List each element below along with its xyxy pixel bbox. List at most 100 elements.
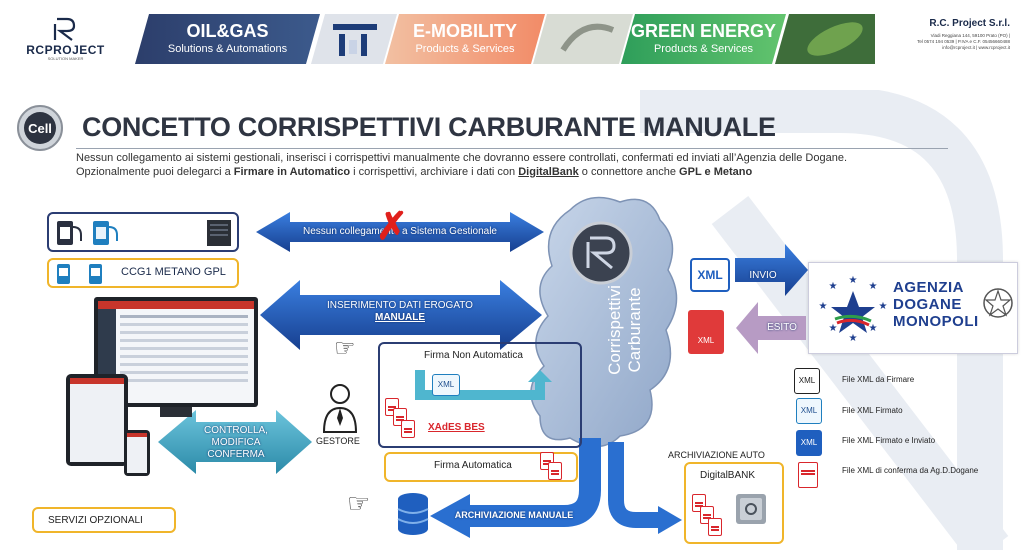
- subtitle-line-1: Nessun collegamento ai sistemi gestional…: [76, 152, 847, 164]
- text: o connettore anche: [578, 166, 680, 178]
- arrow-esito: [736, 302, 806, 354]
- agency-line3: MONOPOLI: [893, 313, 979, 330]
- xml-sent-icon: XML: [690, 258, 730, 292]
- leaf-graphic: [775, 14, 875, 64]
- gestore-label: GESTORE: [316, 436, 360, 446]
- legend-label-1: File XML da Firmare: [842, 375, 915, 384]
- xml-red-file-icon: [548, 462, 562, 480]
- archiviazione-manuale-label: ARCHIVIAZIONE MANUALE: [454, 510, 574, 520]
- page-subtitle: Nessun collegamento ai sistemi gestional…: [76, 151, 847, 179]
- page-title: CONCETTO CORRISPETTIVI CARBURANTE MANUAL…: [82, 112, 776, 142]
- r-logo-icon: [53, 17, 76, 41]
- svg-text:★: ★: [869, 281, 878, 292]
- firma-non-auto-box: Firma Non Automatica XAdES BES XML: [378, 342, 582, 448]
- arrowhead: [528, 370, 552, 382]
- segment-title: E-MOBILITY: [413, 21, 517, 41]
- text-bold: DigitalBank: [518, 166, 579, 178]
- svg-text:★: ★: [879, 301, 888, 312]
- segment-subtitle: Solutions & Automations: [167, 43, 288, 55]
- pointing-hand-icon: ☞: [347, 488, 371, 518]
- fuel-station-graphic: [311, 14, 397, 64]
- cloud-shape: [530, 196, 678, 448]
- xml-confirm-icon: XML: [688, 310, 724, 354]
- tablet-device: [66, 374, 128, 466]
- pipe-arrowhead-right: [658, 506, 682, 534]
- arrow-check-confirm: [158, 410, 312, 474]
- legend-label-2: File XML Firmato: [842, 406, 903, 415]
- archiviazione-auto-label: ARCHIVIAZIONE AUTO: [668, 450, 765, 460]
- phone-screen: [127, 433, 147, 473]
- segment-subtitle: Products & Services: [653, 43, 754, 55]
- arrow-invio: [735, 244, 808, 296]
- svg-text:★: ★: [869, 323, 878, 334]
- svg-text:★: ★: [849, 275, 858, 286]
- legend-label-4: File XML di conferma da Ag.D.Dogane: [842, 466, 979, 475]
- text: Opzionalmente puoi delegarci a: [76, 166, 234, 178]
- rcproject-logo: RCPROJECT SOLUTION MAKER: [18, 16, 113, 62]
- label-insert-line1: INSERIMENTO DATI EROGATO: [327, 300, 473, 311]
- phone-device: [124, 430, 150, 476]
- arrow-no-link: [256, 212, 544, 252]
- pipe-archive-manual: [520, 438, 601, 527]
- pipe-archive-auto: [608, 442, 660, 528]
- firma-non-auto-label: Firma Non Automatica: [424, 350, 523, 361]
- database-icon: [397, 493, 429, 535]
- desktop-monitor: [94, 297, 258, 407]
- svg-text:★: ★: [819, 301, 828, 312]
- svg-text:★: ★: [829, 281, 838, 292]
- label-check: CONTROLLA, MODIFICA CONFERMA: [196, 425, 276, 461]
- eu-stars-icon: ★★ ★★ ★★ ★★: [819, 275, 888, 344]
- legend-xml-confirm-icon: [798, 462, 818, 488]
- company-info: R.C. Project S.r.l. Viadi Reggiana 144, …: [880, 18, 1010, 51]
- segment-title: GREEN ENERGY: [630, 21, 777, 41]
- svg-text:★: ★: [829, 323, 838, 334]
- signature-loop-arrow: [415, 370, 545, 400]
- tablet-screen: [70, 378, 124, 462]
- brand-name: RCPROJECT: [26, 43, 105, 57]
- segment-green-energy[interactable]: GREEN ENERGY Products & Services: [621, 14, 786, 64]
- server-icon: [207, 220, 231, 246]
- diagram-canvas: [158, 196, 808, 538]
- label-check-line2: MODIFICA: [211, 437, 261, 448]
- digitalbank-label: DigitalBANK: [700, 470, 756, 481]
- app-topbar: [98, 301, 254, 309]
- company-address: Viadi Reggiana 144, 59100 Prato (PO) |: [930, 33, 1010, 38]
- cloud-label-line1: Corrispettivi: [605, 285, 624, 375]
- agency-line1: AGENZIA: [893, 279, 964, 296]
- segment-e-mobility[interactable]: E-MOBILITY Products & Services: [385, 14, 545, 64]
- agenzia-dogane-logo: ★★ ★★ ★★ ★★ AGENZIA DOGANE MONOPOLI: [808, 262, 1018, 354]
- title-divider: [76, 148, 948, 149]
- company-phone: Tel 0574 194 0539 | P.IVA e C.F. 0545666…: [917, 39, 1010, 44]
- fuel-pump-icons: [57, 221, 118, 245]
- servizi-opzionali-label: SERVIZI OPZIONALI: [48, 515, 143, 526]
- header-banner: OIL&GAS Solutions & Automations E-MOBILI…: [135, 14, 875, 64]
- italian-emblem-icon: [983, 288, 1013, 318]
- label-check-line1: CONTROLLA,: [204, 425, 268, 436]
- xml-file-icon: XML: [432, 374, 460, 396]
- firma-auto-label: Firma Automatica: [434, 460, 512, 471]
- subtitle-line-2: Opzionalmente puoi delegarci a Firmare i…: [76, 165, 847, 179]
- legend-xml-sent-icon: XML: [796, 430, 822, 456]
- text: i corrispettivi, archiviare i dati con: [350, 166, 519, 178]
- arrow-insert-data: [260, 280, 542, 350]
- text-bold: Firmare in Automatico: [233, 166, 351, 178]
- svg-text:★: ★: [849, 333, 858, 344]
- company-email: info@rcproject.it | www.rcproject.it: [942, 45, 1010, 50]
- legend-xml-signed-icon: XML: [796, 398, 822, 424]
- segment-oil-gas[interactable]: OIL&GAS Solutions & Automations: [135, 14, 320, 64]
- cloud-label-line2: Carburante: [625, 287, 644, 373]
- servizi-opzionali-box: SERVIZI OPZIONALI: [32, 507, 176, 533]
- text-bold: GPL e Metano: [679, 166, 753, 178]
- ccg1-label: CCG1 METANO GPL: [121, 266, 226, 278]
- pipe-arrowhead-left: [430, 494, 470, 538]
- ccg1-box: CCG1 METANO GPL: [47, 258, 239, 288]
- legend-label-3: File XML Firmato e Inviato: [842, 436, 936, 445]
- legend-xml-unsigned-icon: XML: [794, 368, 820, 394]
- agency-line2: DOGANE: [893, 296, 962, 313]
- xades-label: XAdES BES: [428, 422, 485, 433]
- pipe-segment: [466, 505, 526, 527]
- label-check-line3: CONFERMA: [207, 449, 265, 460]
- label-no-link: Nessun collegamento a Sistema Gestionale: [303, 226, 497, 237]
- fuel-pumps-box: [47, 212, 239, 252]
- cloud-r-logo-icon: [569, 221, 633, 285]
